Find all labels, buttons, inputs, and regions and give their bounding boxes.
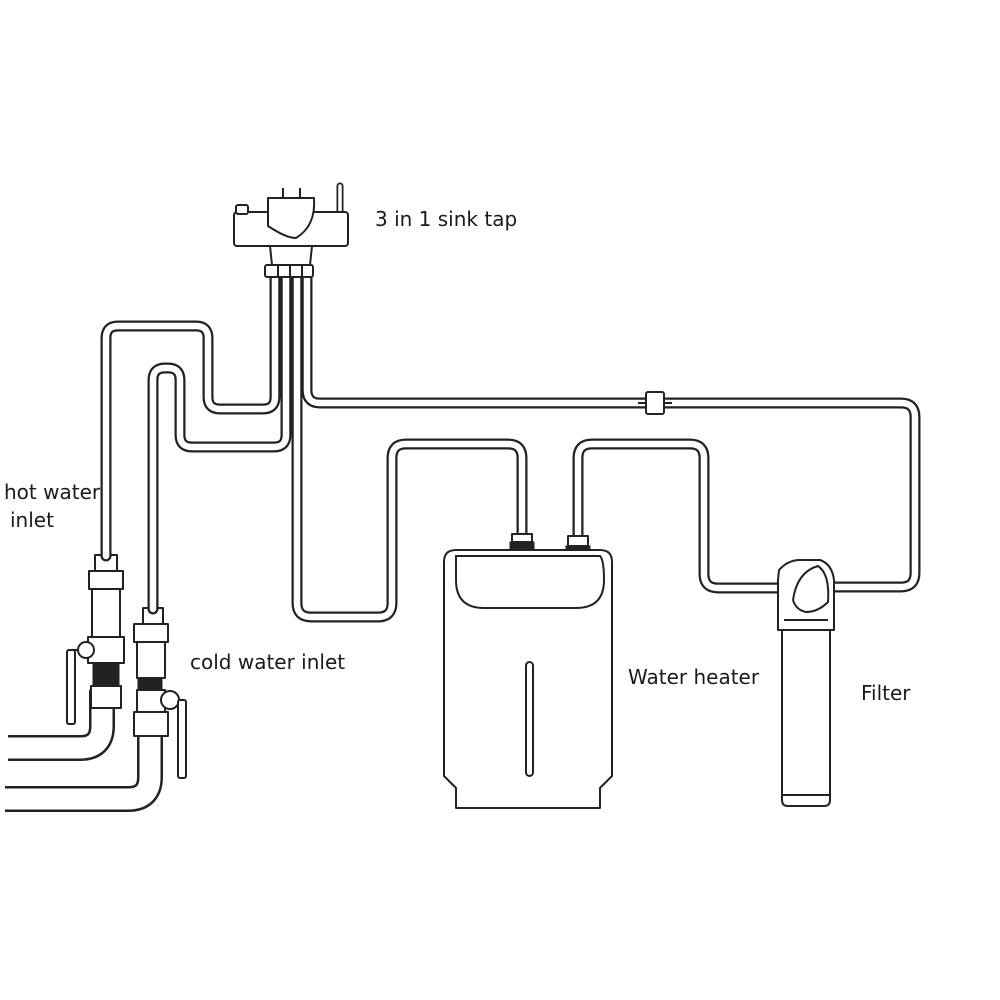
tubing: [100, 269, 921, 623]
water-filter: [777, 559, 835, 807]
cold-water-valve: [133, 607, 187, 779]
filter-label: Filter: [861, 681, 911, 705]
cold-water-inlet-label: cold water inlet: [190, 650, 346, 674]
hot-water-inlet-label-line2: inlet: [10, 508, 54, 532]
water-heater: [443, 533, 613, 809]
hot-water-inlet-label-line1: hot water: [4, 480, 101, 504]
hot-water-valve: [66, 554, 125, 725]
inline-connector: [645, 391, 665, 415]
main-supply-pipes: [5, 690, 163, 812]
water-heater-label: Water heater: [628, 665, 760, 689]
sink-tap: [233, 182, 349, 278]
sink-tap-label: 3 in 1 sink tap: [375, 207, 518, 231]
